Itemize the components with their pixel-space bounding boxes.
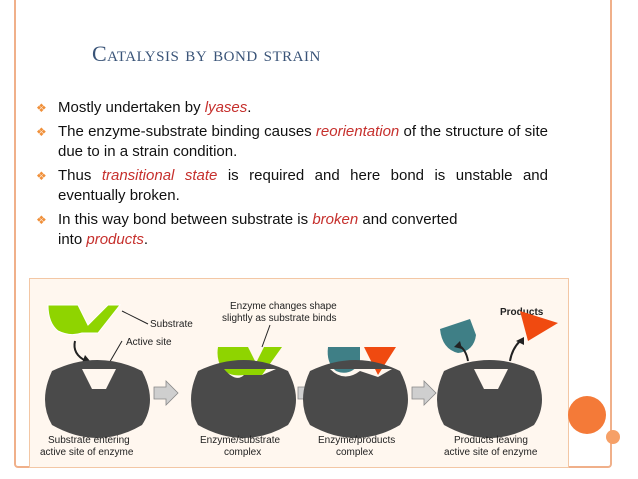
enzyme-diagram: Substrate Active site Enzyme changes sha…: [29, 278, 569, 468]
released-product-teal: [440, 319, 476, 353]
bullet-text: The enzyme-substrate binding causes: [58, 123, 316, 140]
enzyme-shape-4: [437, 360, 542, 438]
bullet-text: Thus: [58, 167, 102, 184]
bullet-text: and converted: [358, 211, 458, 228]
process-arrow-1: [153, 380, 179, 406]
bullet-item: ❖ Thus transitional state is required an…: [36, 166, 548, 206]
slide-title: Catalysis by bond strain: [92, 41, 321, 66]
bullet-text: into: [58, 231, 87, 248]
caption-stage-2-line2: complex: [224, 447, 261, 458]
caption-stage-1-line2: active site of enzyme: [40, 447, 134, 458]
enzyme-shape-3: [303, 360, 408, 438]
bullet-emphasis: reorientation: [315, 123, 400, 140]
enzyme-shape-2: [191, 360, 296, 438]
decorative-circle-small: [606, 430, 620, 444]
bullet-emphasis: products: [86, 231, 144, 248]
label-shape-change-1: Enzyme changes shape: [230, 301, 337, 312]
caption-stage-1-line1: Substrate entering: [48, 435, 130, 446]
bullet-icon: ❖: [36, 213, 47, 227]
shape-pointer: [261, 324, 271, 348]
substrate-shape: [47, 304, 122, 336]
bullet-text: In this way bond between substrate is: [58, 211, 313, 228]
bullet-text: .: [247, 99, 252, 116]
decorative-circle: [568, 396, 606, 434]
bullet-text: .: [143, 231, 149, 248]
bullet-emphasis: lyases: [204, 99, 248, 116]
bullet-text: of the structure of site due to in a str…: [58, 123, 548, 160]
bullet-icon: ❖: [36, 101, 47, 115]
caption-stage-3-line2: complex: [336, 447, 373, 458]
bullet-icon: ❖: [36, 125, 47, 139]
bullet-list: ❖ Mostly undertaken by lyases. ❖ The enz…: [36, 98, 548, 250]
bullet-emphasis: transitional state: [101, 167, 218, 184]
process-arrow-3: [411, 380, 437, 406]
label-substrate: Substrate: [150, 319, 193, 330]
released-product-orange: [520, 311, 558, 341]
bullet-item: ❖ In this way bond between substrate is …: [36, 210, 548, 250]
substrate-pointer: [121, 310, 149, 325]
bullet-text: is required and here bond is unstable an…: [58, 167, 548, 204]
bound-product-orange: [364, 347, 396, 375]
caption-stage-4-line2: active site of enzyme: [444, 447, 538, 458]
bullet-icon: ❖: [36, 169, 47, 183]
bullet-emphasis: broken: [312, 211, 359, 228]
enzyme-shape-1: [45, 360, 150, 438]
release-arrow-right: [509, 340, 521, 362]
caption-stage-3-line1: Enzyme/products: [318, 435, 395, 446]
label-active-site: Active site: [126, 337, 172, 348]
bullet-item: ❖ Mostly undertaken by lyases.: [36, 98, 548, 118]
bullet-text: Mostly undertaken by: [58, 99, 205, 116]
bullet-item: ❖ The enzyme-substrate binding causes re…: [36, 122, 548, 162]
caption-stage-2-line1: Enzyme/substrate: [200, 435, 280, 446]
label-shape-change-2: slightly as substrate binds: [222, 313, 337, 324]
caption-stage-4-line1: Products leaving: [454, 435, 528, 446]
enzyme-diagram-svg: Substrate Active site Enzyme changes sha…: [40, 301, 558, 458]
